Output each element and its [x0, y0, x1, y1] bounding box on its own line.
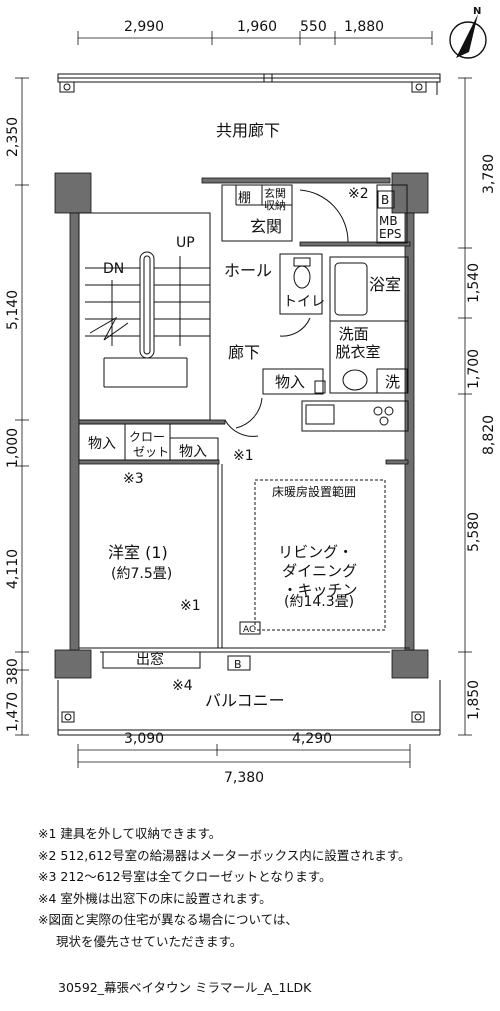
dim-left-5: 380 — [5, 658, 21, 685]
label-hall: ホール — [224, 261, 272, 280]
dim-left-3: 1,000 — [5, 428, 21, 468]
label-b-box: B — [234, 658, 242, 671]
label-dn: DN — [103, 261, 124, 277]
label-mb-eps: MB EPS — [379, 214, 401, 241]
walls — [54, 172, 429, 679]
label-storage-2: 物入 — [88, 436, 116, 452]
dim-right-1: 3,780 — [481, 154, 497, 194]
dim-right-5: 5,580 — [466, 512, 482, 552]
label-mb-b: B — [381, 193, 389, 207]
dim-right-6: 1,850 — [466, 680, 482, 720]
label-up: UP — [176, 235, 195, 251]
label-toilet: トイレ — [283, 294, 325, 310]
notes: ※1 建具を外して収納できます。 ※2 512,612号室の給湯器はメーターボッ… — [38, 823, 496, 952]
label-entrance: 玄関 — [250, 217, 282, 236]
dim-top-4: 1,880 — [344, 19, 384, 35]
corridor-railing — [57, 73, 441, 95]
label-floor-heating: 床暖房設置範囲 — [272, 484, 356, 499]
dim-right-4: 8,820 — [481, 415, 497, 455]
label-storage-3: 物入 — [179, 444, 207, 460]
label-bath: 浴室 — [369, 275, 401, 294]
dim-right-3: 1,700 — [466, 349, 482, 389]
label-note4-mark: ※4 — [172, 678, 193, 694]
label-ac: AC — [243, 625, 255, 635]
label-note2-mark: ※2 — [348, 186, 369, 202]
label-note1-mark-b: ※1 — [180, 598, 201, 614]
svg-text:N: N — [473, 6, 481, 17]
note-3: ※3 212～612号室は全てクローゼットとなります。 — [38, 869, 332, 884]
label-hallway: 廊下 — [228, 343, 260, 362]
label-western-size: (約7.5畳) — [111, 566, 172, 582]
label-entrance-storage: 玄関 収納 — [264, 186, 290, 212]
dim-top-3: 550 — [300, 19, 327, 35]
dim-left-1: 2,350 — [5, 117, 21, 157]
note-5: ※図面と実際の住宅が異なる場合については、 — [38, 912, 298, 927]
dimension-lines — [15, 31, 472, 768]
dim-top-1: 2,990 — [124, 19, 164, 35]
note-5-continued: 現状を優先させていただきます。 — [56, 933, 243, 949]
label-western-room: 洋室 (1) — [108, 543, 168, 562]
floor-plan: N 2,990 1,960 550 1,880 2,350 5,140 1,00… — [5, 6, 497, 786]
dim-total: 7,380 — [224, 770, 264, 786]
dim-bottom-1: 3,090 — [124, 731, 164, 747]
label-ldk: リビング・ ダイニング ・キッチン — [278, 543, 362, 599]
dim-bottom-2: 4,290 — [292, 731, 332, 747]
north-arrow-icon: N — [449, 6, 487, 59]
note-1: ※1 建具を外して収納できます。 — [38, 826, 222, 841]
label-closet: クロー ゼット — [129, 430, 169, 459]
entrance-storage-line: 玄関 — [264, 186, 286, 200]
label-storage-1: 物入 — [275, 373, 305, 391]
label-note3-mark: ※3 — [123, 471, 144, 487]
dim-left-2: 5,140 — [5, 290, 21, 330]
dim-left-6: 1,470 — [5, 692, 21, 732]
note-4: ※4 室外機は出窓下の床に設置されます。 — [38, 890, 272, 906]
label-ldk-size: (約14.3畳) — [284, 594, 354, 610]
label-bay-window: 出窓 — [136, 651, 164, 668]
footer-caption: 30592_幕張ベイタウン ミラマール_A_1LDK — [58, 980, 312, 995]
interior-lines — [57, 184, 441, 736]
label-common-corridor: 共用廊下 — [216, 121, 280, 140]
label-washroom: 洗面 脱衣室 — [335, 325, 380, 361]
label-shelf: 棚 — [238, 191, 251, 206]
label-note1-mark-a: ※1 — [233, 448, 254, 464]
label-washer: 洗 — [385, 373, 400, 391]
dim-top-2: 1,960 — [237, 19, 277, 35]
dim-left-4: 4,110 — [5, 549, 21, 589]
dim-right-2: 1,540 — [466, 263, 482, 303]
note-2: ※2 512,612号室の給湯器はメーターボックス内に設置されます。 — [38, 847, 411, 863]
label-balcony: バルコニー — [205, 691, 285, 710]
